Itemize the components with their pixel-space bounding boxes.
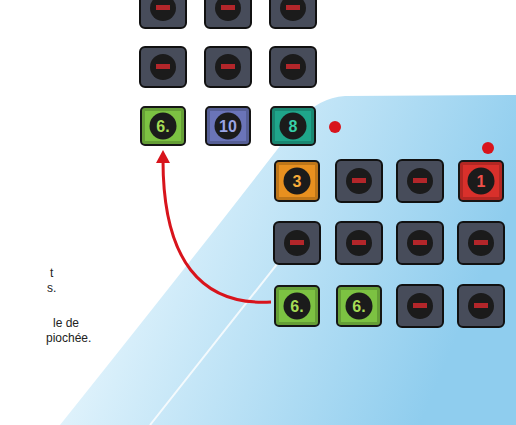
active-dot — [482, 142, 494, 154]
rule-text-fragment: s. — [47, 281, 56, 295]
number-card: 6. — [336, 285, 382, 327]
move-arrow — [156, 150, 271, 302]
arrow-line — [163, 160, 271, 302]
card-emblem: 6. — [150, 113, 177, 140]
card-back-logos — [156, 5, 488, 308]
card-value: 3 — [293, 173, 302, 189]
active-dot — [329, 121, 341, 133]
card-back-emblems — [150, 0, 494, 319]
card-emblem: 10 — [215, 113, 242, 140]
arrow-head — [156, 150, 170, 163]
player-zone — [60, 95, 516, 425]
card-value: 6. — [156, 118, 169, 134]
card-value: 10 — [219, 118, 237, 134]
card-value: 6. — [290, 298, 303, 314]
card-backs — [140, 0, 504, 327]
number-card: 10 — [205, 106, 251, 146]
number-card: 8 — [270, 106, 316, 146]
card-emblem: 6. — [346, 293, 373, 320]
card-emblem: 6. — [284, 293, 311, 320]
number-card: 6. — [140, 106, 186, 146]
number-card: 6. — [274, 285, 320, 327]
number-card: 3 — [274, 160, 320, 202]
number-card: 1 — [458, 160, 504, 202]
card-value: 1 — [477, 173, 486, 189]
card-emblem: 3 — [284, 168, 311, 195]
rule-text-fragment: le de — [53, 316, 79, 330]
card-emblem: 1 — [468, 168, 495, 195]
rule-text-fragment: t — [50, 266, 53, 280]
rule-text-fragment: piochée. — [46, 331, 91, 345]
card-value: 8 — [289, 118, 298, 134]
card-emblem: 8 — [280, 113, 307, 140]
card-value: 6. — [352, 298, 365, 314]
